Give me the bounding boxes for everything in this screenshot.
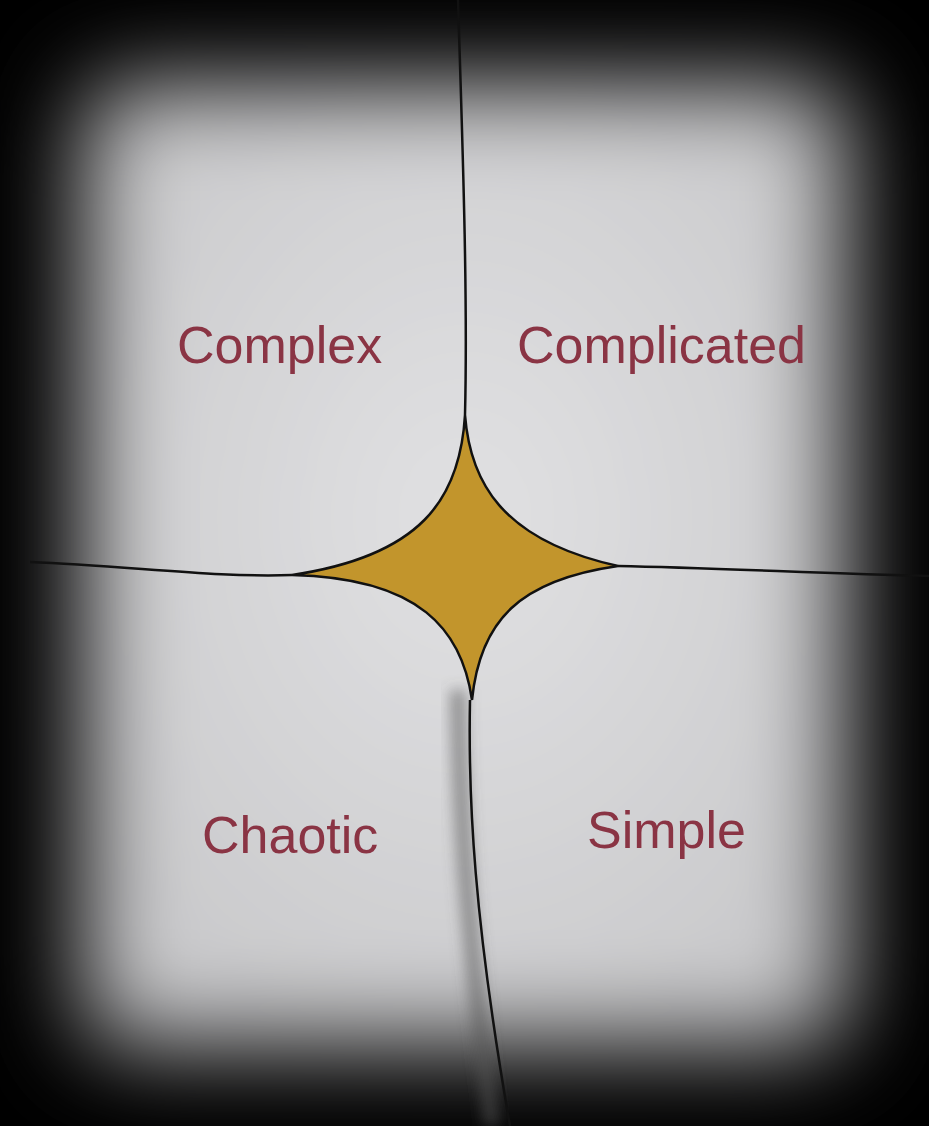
complex-quadrant: Complex	[167, 308, 392, 382]
quadrant-label: Chaotic	[202, 804, 378, 866]
divider-shadow	[458, 690, 492, 1126]
divider-line	[618, 566, 929, 576]
divider-line	[30, 562, 292, 575]
quadrant-label: Simple	[587, 799, 746, 861]
quadrant-label: Complex	[177, 314, 382, 376]
divider-line	[458, 0, 466, 415]
complicated-quadrant: Complicated	[507, 308, 816, 382]
disorder-star	[292, 415, 618, 700]
chaotic-quadrant: Chaotic	[192, 798, 388, 872]
divider-line	[470, 700, 510, 1126]
simple-quadrant: Simple	[577, 793, 756, 867]
quadrant-label: Complicated	[517, 314, 806, 376]
